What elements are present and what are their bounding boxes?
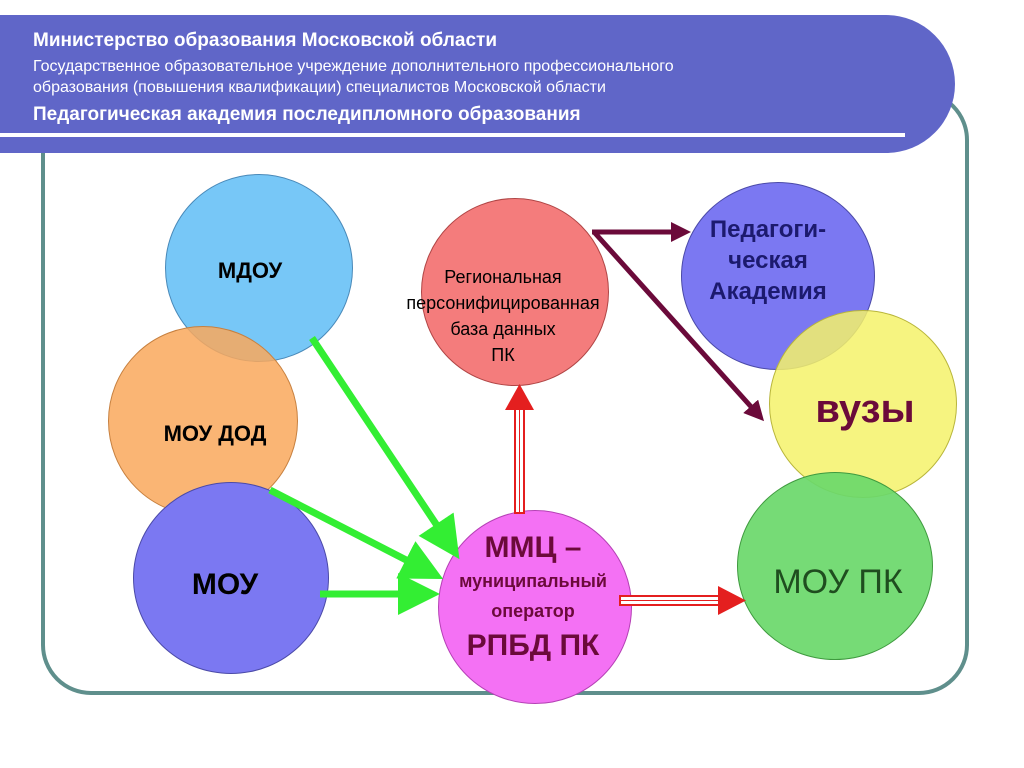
node-vuzy (769, 310, 957, 498)
label-academy-line-1: Педагоги- (709, 216, 827, 243)
academy-title: Педагогическая академия последипломного … (33, 104, 581, 125)
header-underline (0, 133, 905, 137)
label-mou: МОУ (191, 568, 259, 601)
label-mmc-line-3: оператор (491, 601, 575, 621)
label-mmc-line-2: муниципальный (459, 571, 607, 591)
label-regional-db-line-2: персонифицированная (406, 293, 600, 313)
label-mou-pk: МОУ ПК (773, 563, 903, 601)
arrow-mou-dod-to-mmc (268, 486, 444, 580)
label-mmc: ММЦ – муниципальный оператор РПБД ПК (430, 530, 636, 666)
node-mou-dod (108, 326, 298, 516)
node-mou-pk (737, 472, 933, 660)
label-regional-db-line-4: ПК (491, 345, 515, 365)
institution-line-1: Государственное образовательное учрежден… (33, 58, 674, 75)
label-academy: Педагоги- ческая Академия (680, 214, 856, 307)
label-mmc-line-4: РПБД ПК (466, 629, 600, 662)
label-vuzy: вузы (815, 387, 915, 431)
label-academy-line-3: Академия (709, 278, 827, 305)
arrow-mmc-to-regional-db (505, 384, 534, 514)
label-academy-line-2: ческая (728, 247, 808, 274)
label-mmc-line-1: ММЦ – (484, 531, 582, 564)
node-mou (133, 482, 329, 674)
node-regional-db (421, 198, 609, 386)
label-mdou: МДОУ (217, 258, 283, 283)
label-regional-db-line-3: база данных (450, 319, 556, 339)
arrow-regional-db-to-vuzy (592, 230, 765, 422)
label-regional-db: Региональная персонифицированная база да… (360, 264, 646, 368)
header-banner: Министерство образования Московской обла… (0, 15, 955, 153)
ministry-title: Министерство образования Московской обла… (33, 30, 498, 51)
label-regional-db-line-1: Региональная (444, 267, 562, 287)
institution-name: Государственное образовательное учрежден… (33, 56, 674, 98)
arrow-mmc-to-mou-pk (619, 586, 746, 615)
arrow-mdou-to-mmc (309, 336, 460, 560)
institution-line-2: образования (повышения квалификации) спе… (33, 79, 606, 96)
label-mou-dod: МОУ ДОД (163, 421, 267, 446)
node-mmc (438, 510, 632, 704)
